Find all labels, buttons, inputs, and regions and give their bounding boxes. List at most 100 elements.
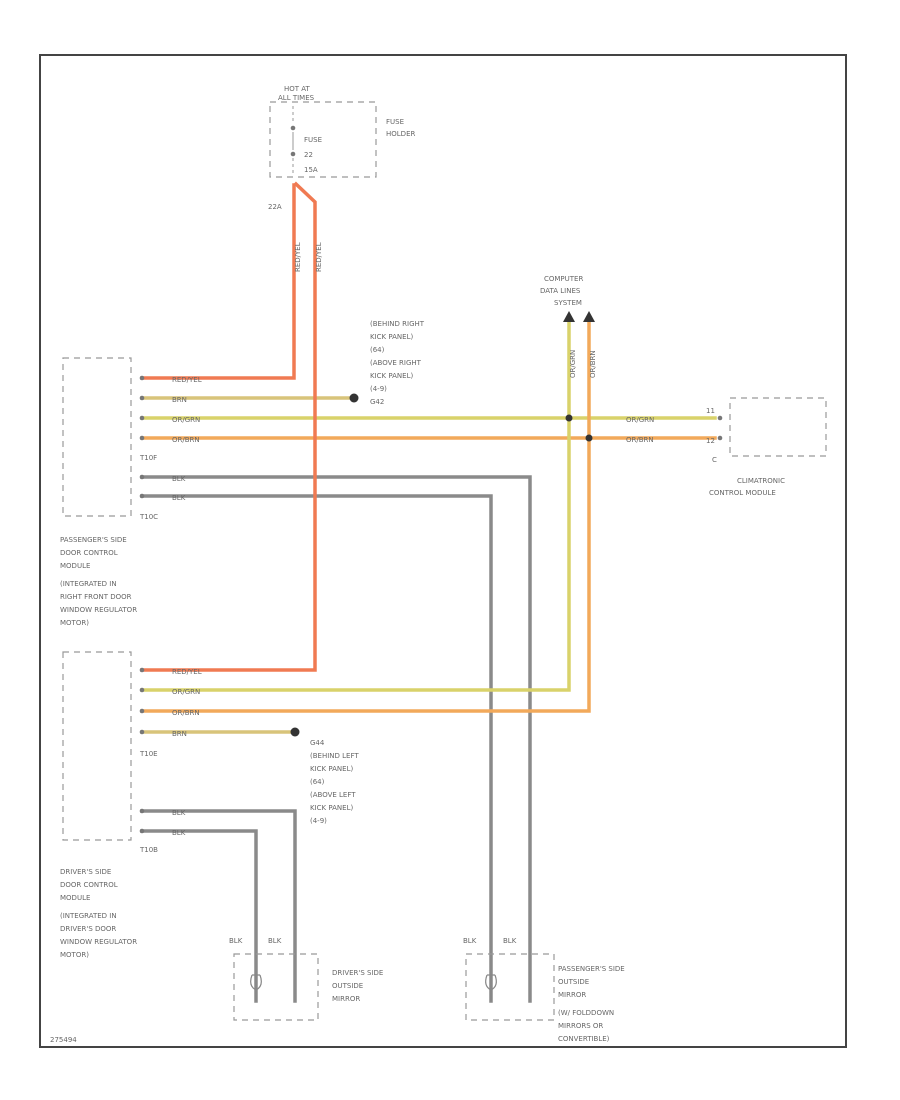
wire-orbrn-drv xyxy=(140,320,591,713)
clima-connector: C xyxy=(712,456,717,464)
fuse-label-2: 22 xyxy=(304,151,313,159)
wires xyxy=(140,181,717,1003)
pass-pin-5 xyxy=(139,474,145,480)
drv-wire-label-2: OR/GRN xyxy=(172,688,200,696)
passenger-outside-mirror: BLK BLK PASSENGER'S SIDE OUTSIDE MIRROR … xyxy=(463,937,625,1043)
drv-mirror-name-2: OUTSIDE xyxy=(332,982,363,990)
drv-module-name-7: MOTOR) xyxy=(60,951,89,959)
drv-module-name-1: DRIVER'S SIDE xyxy=(60,868,111,876)
pass-pin-1 xyxy=(139,375,145,381)
fuse-holder-name-1: FUSE xyxy=(386,118,404,126)
driver-outside-mirror: BLK BLK DRIVER'S SIDE OUTSIDE MIRROR xyxy=(229,937,383,1021)
pass-mirror-wire-label-1: BLK xyxy=(463,937,477,945)
pass-pin-2 xyxy=(139,395,145,401)
drv-wire-label-3: OR/BRN xyxy=(172,709,200,717)
figure-id: 275494 xyxy=(50,1036,77,1044)
passenger-door-module: RED/YEL BRN OR/GRN OR/BRN BLK BLK T10F T… xyxy=(60,357,202,627)
pass-wire-label-4: OR/BRN xyxy=(172,436,200,444)
pass-pin-6 xyxy=(139,493,145,499)
wire-redyel-pass xyxy=(140,183,296,380)
data-bus-wire-label-1: OR/GRN xyxy=(569,350,577,378)
ground-left-line-4: (64) xyxy=(310,778,325,786)
data-bus-arrow-1 xyxy=(563,311,575,322)
pass-module-name-2: DOOR CONTROL xyxy=(60,549,118,557)
driver-mirror-box xyxy=(233,953,319,1021)
drv-pin-3 xyxy=(139,708,145,714)
diagram-frame xyxy=(39,54,847,1048)
pass-module-name-1: PASSENGER'S SIDE xyxy=(60,536,127,544)
wire-blk-drv-b xyxy=(140,829,258,1003)
pass-wire-label-2: BRN xyxy=(172,396,187,404)
pass-module-name-4: (INTEGRATED IN xyxy=(60,580,117,588)
drv-module-name-4: (INTEGRATED IN xyxy=(60,912,117,920)
drv-wire-label-1: RED/YEL xyxy=(172,668,202,676)
ground-point-left xyxy=(290,727,300,737)
pass-mirror-name-5: MIRRORS OR xyxy=(558,1022,603,1030)
fuse-pin-top xyxy=(290,125,296,131)
passenger-module-box xyxy=(62,357,132,517)
ground-right-line-1: (BEHIND RIGHT xyxy=(370,320,425,328)
pass-module-name-5: RIGHT FRONT DOOR xyxy=(60,593,132,601)
pass-module-name-7: MOTOR) xyxy=(60,619,89,627)
climatronic-module: OR/GRN OR/BRN 11 12 C CLIMATRONIC CONTRO… xyxy=(626,397,827,497)
clima-name-2: CONTROL MODULE xyxy=(709,489,776,497)
driver-mirror-motor-icon xyxy=(250,974,262,1001)
splice-orgrn xyxy=(565,414,573,422)
pass-wire-label-6: BLK xyxy=(172,494,186,502)
drv-mirror-name-1: DRIVER'S SIDE xyxy=(332,969,383,977)
fuse-pin-bottom xyxy=(290,151,296,157)
data-bus-name-3: SYSTEM xyxy=(554,299,582,307)
pass-mirror-name-6: CONVERTIBLE) xyxy=(558,1035,610,1043)
splice-orbrn xyxy=(585,434,593,442)
fuse-label-3: 15A xyxy=(304,166,318,174)
ground-left-line-5: (ABOVE LEFT xyxy=(310,791,356,799)
pass-wire-label-1: RED/YEL xyxy=(172,376,202,384)
data-bus-arrow-2 xyxy=(583,311,595,322)
ground-left-line-1: G44 xyxy=(310,739,325,747)
wire-orgrn-drv xyxy=(140,320,571,692)
ground-left-line-6: KICK PANEL) xyxy=(310,804,353,812)
riser-label-drv: RED/YEL xyxy=(315,242,323,272)
driver-door-module: RED/YEL OR/GRN OR/BRN BRN BLK BLK T10E T… xyxy=(60,651,202,959)
ground-label-left: G44 (BEHIND LEFT KICK PANEL) (64) (ABOVE… xyxy=(310,739,359,825)
wire-blk-drv-a xyxy=(140,809,297,1003)
hot-at-label-1: HOT AT xyxy=(284,85,311,93)
ground-right-line-4: (ABOVE RIGHT xyxy=(370,359,422,367)
pass-mirror-wire-label-2: BLK xyxy=(503,937,517,945)
wire-blk-pass-a xyxy=(140,475,532,1003)
drv-mirror-wire-label-2: BLK xyxy=(268,937,282,945)
pass-module-name-6: WINDOW REGULATOR xyxy=(60,606,137,614)
ground-point-right xyxy=(349,393,359,403)
clima-pin-1 xyxy=(717,415,723,421)
drv-module-name-3: MODULE xyxy=(60,894,90,902)
clima-pin-label-2: 12 xyxy=(706,437,715,445)
ground-right-line-3: (64) xyxy=(370,346,385,354)
fuse-holder-box xyxy=(269,101,377,178)
data-bus-name-1: COMPUTER xyxy=(544,275,583,283)
wire-redyel-drv xyxy=(140,181,317,672)
drv-pin-2 xyxy=(139,687,145,693)
pass-mirror-name-3: MIRROR xyxy=(558,991,586,999)
riser-label-pass: RED/YEL xyxy=(294,242,302,272)
fuse-pin-label: 22A xyxy=(268,203,282,211)
pass-connector-a: T10F xyxy=(139,454,157,462)
drv-pin-1 xyxy=(139,667,145,673)
pass-pin-3 xyxy=(139,415,145,421)
clima-wire-label-1: OR/GRN xyxy=(626,416,654,424)
data-bus: COMPUTER DATA LINES SYSTEM OR/GRN OR/BRN xyxy=(540,275,597,378)
drv-mirror-name-3: MIRROR xyxy=(332,995,360,1003)
pass-connector-b: T10C xyxy=(139,513,158,521)
climatronic-box xyxy=(729,397,827,457)
fuse-holder: HOT AT ALL TIMES FUSE 22 15A FUSE HOLDER… xyxy=(268,85,415,211)
clima-pin-label-1: 11 xyxy=(706,407,715,415)
pass-wire-label-3: OR/GRN xyxy=(172,416,200,424)
pass-wire-label-5: BLK xyxy=(172,475,186,483)
ground-left-line-2: (BEHIND LEFT xyxy=(310,752,359,760)
ground-right-line-2: KICK PANEL) xyxy=(370,333,413,341)
fuse-holder-name-2: HOLDER xyxy=(386,130,415,138)
driver-module-box xyxy=(62,651,132,841)
drv-connector-b: T10B xyxy=(139,846,158,854)
drv-mirror-wire-label-1: BLK xyxy=(229,937,243,945)
hot-at-label-2: ALL TIMES xyxy=(278,94,315,102)
ground-left-line-3: KICK PANEL) xyxy=(310,765,353,773)
